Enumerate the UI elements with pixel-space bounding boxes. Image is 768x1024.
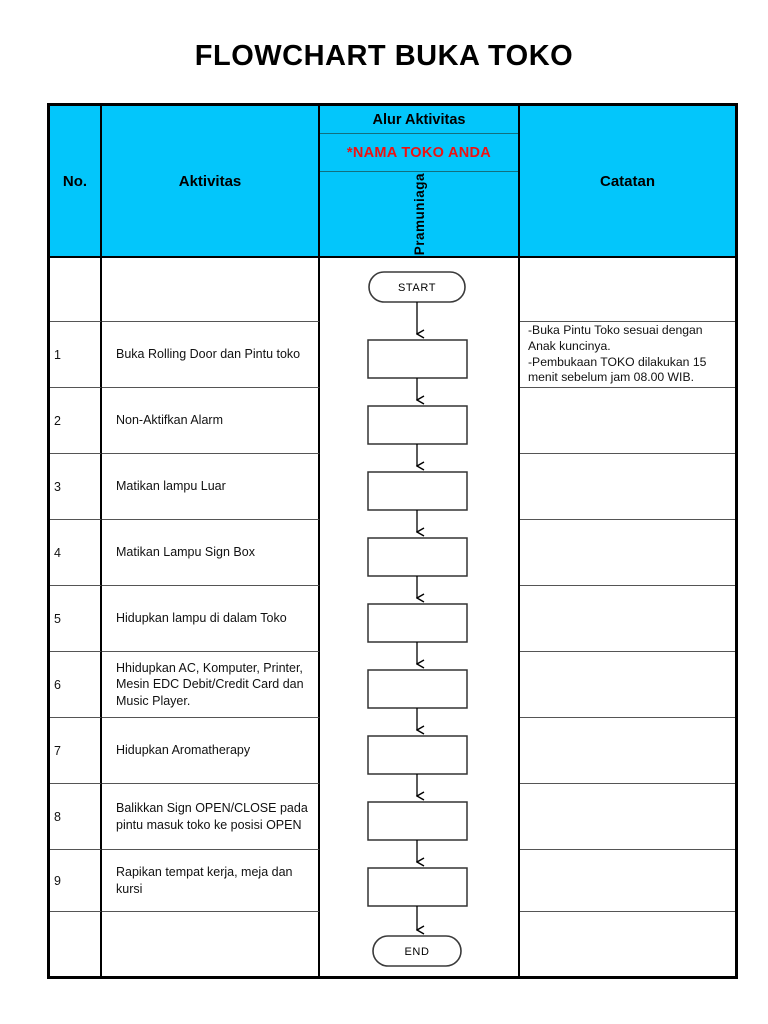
table-row [520, 454, 735, 520]
table-row [520, 652, 735, 718]
header-role-label: Pramuniaga [411, 172, 427, 256]
flow-cell [320, 388, 520, 454]
header-role-cell: Pramuniaga [320, 172, 518, 256]
table-row: Buka Rolling Door dan Pintu toko [102, 322, 320, 388]
flow-cell [320, 912, 520, 976]
table-row: Hhidupkan AC, Komputer, Printer, Mesin E… [102, 652, 320, 718]
table-row: Matikan Lampu Sign Box [102, 520, 320, 586]
table-row [520, 258, 735, 322]
flow-cell [320, 586, 520, 652]
table-row: 8 [50, 784, 102, 850]
table-row: Hidupkan lampu di dalam Toko [102, 586, 320, 652]
header-cell-no: No. [50, 106, 102, 258]
table-row: Matikan lampu Luar [102, 454, 320, 520]
table-row [520, 784, 735, 850]
table-row: Rapikan tempat kerja, meja dan kursi [102, 850, 320, 912]
header-store-name: *NAMA TOKO ANDA [320, 134, 518, 172]
table-row: 6 [50, 652, 102, 718]
header-cell-alur-aktivitas: Alur Aktivitas *NAMA TOKO ANDA Pramuniag… [320, 106, 520, 258]
table-row: -Buka Pintu Toko sesuai dengan Anak kunc… [520, 322, 735, 388]
page-title: FLOWCHART BUKA TOKO [194, 40, 574, 72]
table-row: Non-Aktifkan Alarm [102, 388, 320, 454]
table-row [520, 586, 735, 652]
flow-cell [320, 652, 520, 718]
table-row: 2 [50, 388, 102, 454]
flow-cell [320, 322, 520, 388]
flow-cell [320, 850, 520, 912]
flow-cell [320, 454, 520, 520]
flowchart-table: No. Aktivitas Alur Aktivitas *NAMA TOKO … [47, 103, 738, 979]
table-row [50, 912, 102, 976]
table-row: 7 [50, 718, 102, 784]
header-cell-catatan: Catatan [520, 106, 735, 258]
table-row: Hidupkan Aromatherapy [102, 718, 320, 784]
table-row [50, 258, 102, 322]
table-row [520, 718, 735, 784]
table-row [520, 850, 735, 912]
flow-cell [320, 784, 520, 850]
flow-cell [320, 258, 520, 322]
header-cell-aktivitas: Aktivitas [102, 106, 320, 258]
table-row: 5 [50, 586, 102, 652]
table-row [520, 388, 735, 454]
flow-cell [320, 520, 520, 586]
table-row: Balikkan Sign OPEN/CLOSE pada pintu masu… [102, 784, 320, 850]
table-row [102, 912, 320, 976]
header-alur-title: Alur Aktivitas [320, 106, 518, 134]
table-row [520, 520, 735, 586]
table-row: 4 [50, 520, 102, 586]
table-row: 9 [50, 850, 102, 912]
table-row [102, 258, 320, 322]
table-row [520, 912, 735, 976]
table-grid: No. Aktivitas Alur Aktivitas *NAMA TOKO … [50, 106, 735, 976]
table-row: 3 [50, 454, 102, 520]
table-row: 1 [50, 322, 102, 388]
flow-cell [320, 718, 520, 784]
